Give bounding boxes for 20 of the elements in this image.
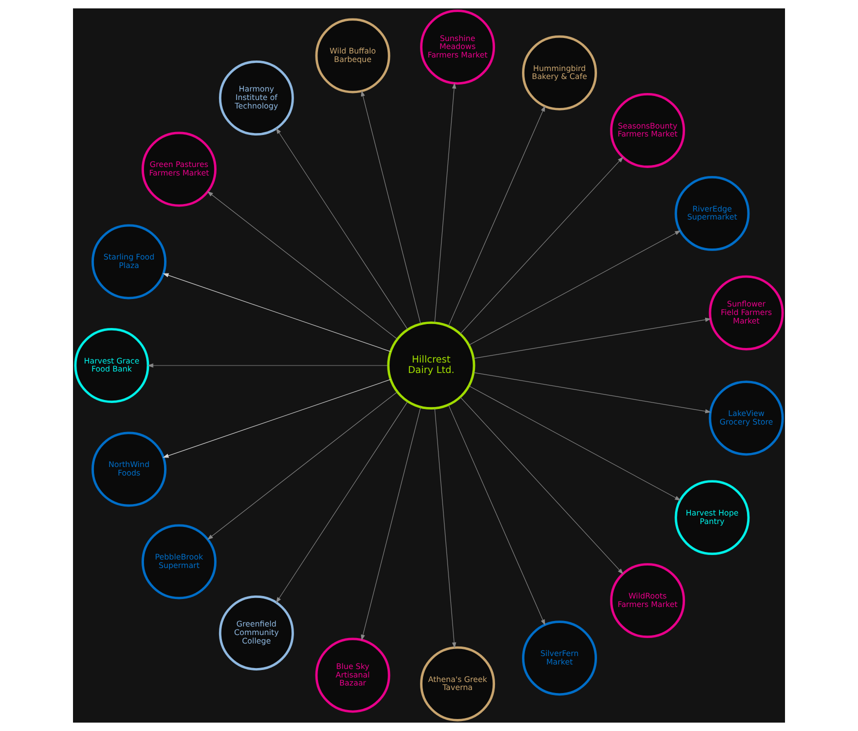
arrow	[460, 396, 624, 574]
arrow	[473, 372, 712, 414]
arrow	[162, 273, 391, 352]
arrow	[162, 379, 391, 458]
arrow	[276, 401, 408, 604]
arrow	[147, 363, 389, 368]
arrow	[468, 230, 681, 346]
arrow	[468, 386, 681, 501]
arrow	[360, 406, 421, 641]
arrow	[207, 392, 398, 540]
arrow	[448, 404, 546, 626]
node-circle: Hillcrest Dairy Ltd.	[387, 321, 476, 410]
arrow	[360, 90, 421, 324]
arrow	[473, 318, 712, 359]
arrow	[207, 191, 398, 340]
arrow	[276, 128, 408, 330]
arrow	[448, 106, 546, 326]
arrow	[434, 408, 456, 648]
arrow	[434, 82, 456, 324]
arrow	[460, 156, 624, 334]
